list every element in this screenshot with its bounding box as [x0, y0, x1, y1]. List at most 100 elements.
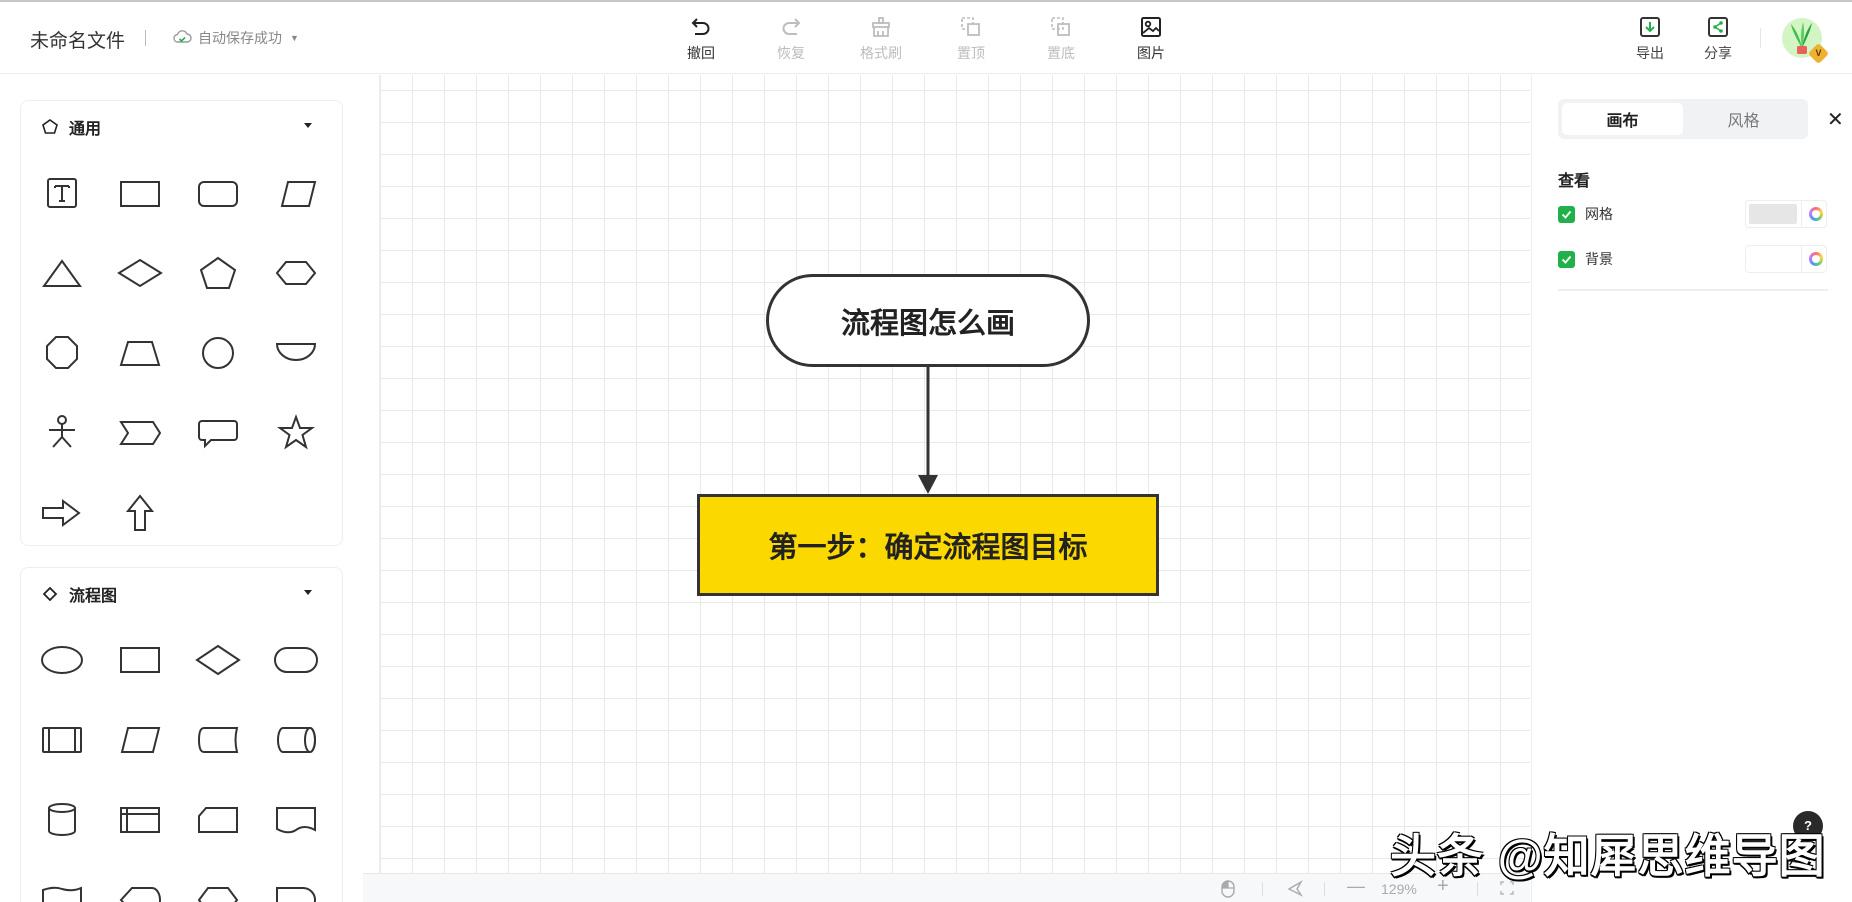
shape-circle[interactable] [179, 313, 257, 393]
shape-half-circle[interactable] [257, 313, 335, 393]
shape-internal-storage[interactable] [101, 780, 179, 860]
grid-color-swatch [1749, 204, 1797, 224]
send-to-back-label: 置底 [1047, 45, 1075, 61]
shape-manual-input[interactable] [179, 780, 257, 860]
shape-predefined-process[interactable] [23, 700, 101, 780]
shape-rounded-rectangle[interactable] [179, 153, 257, 233]
shape-preparation[interactable] [179, 860, 257, 902]
status-separator [1262, 882, 1263, 896]
format-painter-icon [868, 14, 894, 40]
bring-to-front-icon [958, 14, 984, 40]
format-painter-label: 格式刷 [860, 45, 902, 61]
top-header: 未命名文件 自动保存成功 ▼ 撤回 恢复 格式刷 置顶 置底 [0, 0, 1852, 74]
shape-group-title: 流程图 [69, 588, 118, 605]
grid-checkbox[interactable] [1558, 205, 1575, 223]
shape-parallelogram[interactable] [257, 153, 335, 233]
flow-node-start[interactable]: 流程图怎么画 [766, 274, 1090, 367]
shape-stored-data[interactable] [179, 700, 257, 780]
background-color-picker[interactable] [1745, 245, 1827, 273]
canvas-status-bar: — 129% + [363, 873, 1530, 902]
save-status-dropdown[interactable]: 自动保存成功 ▼ [172, 28, 299, 48]
redo-button[interactable]: 恢复 [761, 14, 821, 63]
bring-to-front-label: 置顶 [957, 45, 985, 61]
check-icon [1561, 210, 1572, 219]
check-icon [1561, 255, 1572, 264]
shape-data[interactable] [101, 700, 179, 780]
tab-canvas[interactable]: 画布 [1562, 103, 1683, 135]
grid-color-picker[interactable] [1745, 200, 1827, 228]
collapse-caret-icon[interactable] [304, 123, 312, 128]
status-separator [1477, 882, 1478, 896]
shape-octagon[interactable] [23, 313, 101, 393]
shape-ellipse[interactable] [23, 620, 101, 700]
zoom-in-button[interactable]: + [1437, 875, 1449, 897]
share-icon [1705, 14, 1731, 40]
help-button[interactable]: ? [1793, 811, 1823, 841]
shape-arrow-up[interactable] [101, 473, 179, 553]
shape-group-flowchart-header[interactable]: 流程图 [21, 568, 342, 620]
plant-icon [1791, 22, 1812, 54]
shape-terminator[interactable] [257, 620, 335, 700]
close-icon[interactable]: ✕ [1827, 109, 1844, 131]
mouse-icon[interactable] [1220, 880, 1236, 901]
undo-button[interactable]: 撤回 [671, 14, 731, 63]
shape-arrow-right[interactable] [23, 473, 101, 553]
shape-library-panel: 通用 流程图 [0, 75, 362, 902]
shape-trapezoid[interactable] [101, 313, 179, 393]
undo-label: 撤回 [687, 45, 715, 61]
shape-group-flowchart: 流程图 [20, 567, 343, 902]
collapse-caret-icon[interactable] [304, 590, 312, 595]
tab-style[interactable]: 风格 [1727, 113, 1760, 130]
shape-actor[interactable] [23, 393, 101, 473]
format-painter-button[interactable]: 格式刷 [851, 14, 911, 63]
shape-star[interactable] [257, 393, 335, 473]
header-separator [1760, 28, 1761, 48]
shape-process[interactable] [101, 620, 179, 700]
shape-punched-tape[interactable] [23, 860, 101, 902]
section-divider [1558, 289, 1828, 291]
insert-image-button[interactable]: 图片 [1121, 14, 1181, 63]
diagram-canvas[interactable] [363, 75, 1530, 873]
zoom-out-button[interactable]: — [1347, 876, 1365, 896]
diamond-icon [41, 585, 59, 603]
general-shapes-grid [21, 153, 342, 553]
shape-speech-bubble[interactable] [179, 393, 257, 473]
background-checkbox[interactable] [1558, 250, 1575, 268]
shape-database[interactable] [23, 780, 101, 860]
flowchart-shapes-grid [21, 620, 342, 902]
shape-diamond[interactable] [101, 233, 179, 313]
export-button[interactable]: 导出 [1620, 14, 1680, 63]
shape-rectangle[interactable] [101, 153, 179, 233]
send-to-back-button[interactable]: 置底 [1031, 14, 1091, 63]
undo-icon [688, 14, 714, 40]
export-icon [1637, 14, 1663, 40]
shape-display[interactable] [101, 860, 179, 902]
panel-tabs: 画布 风格 [1558, 99, 1808, 139]
shape-document[interactable] [257, 780, 335, 860]
bring-to-front-button[interactable]: 置顶 [941, 14, 1001, 63]
shape-text[interactable] [23, 153, 101, 233]
title-separator [145, 30, 146, 46]
document-title[interactable]: 未命名文件 [30, 31, 126, 52]
cloud-saved-icon [172, 29, 192, 48]
shape-hexagon[interactable] [257, 233, 335, 313]
status-separator [1324, 882, 1325, 896]
pointer-icon[interactable] [1287, 880, 1304, 901]
shape-chevron[interactable] [101, 393, 179, 473]
share-button[interactable]: 分享 [1688, 14, 1748, 63]
user-avatar[interactable]: V [1782, 18, 1830, 65]
redo-icon [778, 14, 804, 40]
flow-node-step1[interactable]: 第一步：确定流程图目标 [697, 494, 1159, 596]
fit-screen-icon[interactable] [1499, 880, 1515, 899]
shape-delay[interactable] [257, 860, 335, 902]
image-icon [1138, 14, 1164, 40]
shape-decision[interactable] [179, 620, 257, 700]
shape-group-title: 通用 [69, 121, 102, 138]
shape-pentagon[interactable] [179, 233, 257, 313]
shape-group-general-header[interactable]: 通用 [21, 101, 342, 153]
watermark-text: 头条 @知犀思维导图 [1390, 830, 1826, 882]
grid-option-row: 网格 [1558, 200, 1828, 228]
background-option-row: 背景 [1558, 245, 1828, 273]
shape-triangle[interactable] [23, 233, 101, 313]
shape-direct-access-storage[interactable] [257, 700, 335, 780]
